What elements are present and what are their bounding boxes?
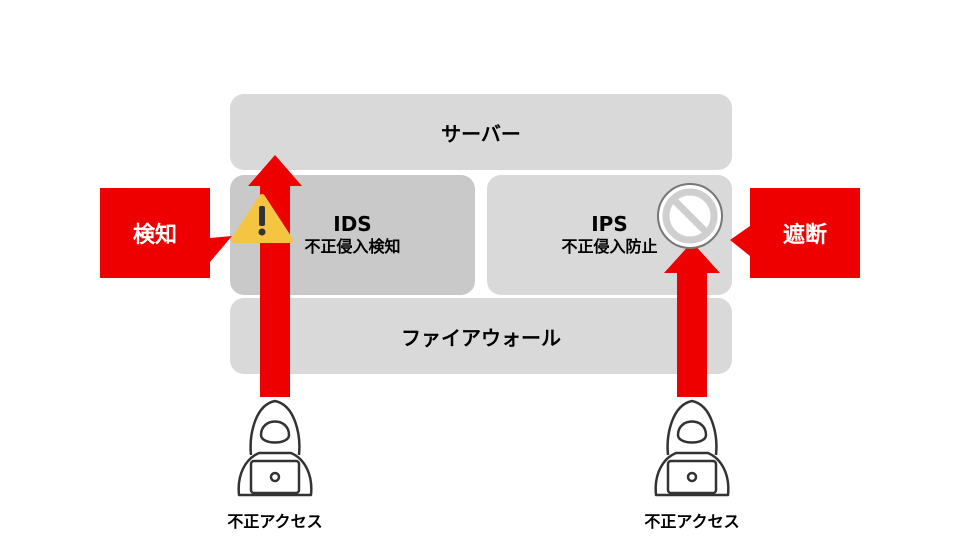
attacker-label-left: 不正アクセス	[227, 512, 323, 531]
block-callout: 遮断	[750, 188, 860, 278]
warning-icon	[231, 194, 293, 243]
ips-subtitle: 不正侵入防止	[561, 237, 658, 256]
pass-through-arrow	[248, 155, 302, 397]
block-pointer	[730, 226, 750, 256]
detect-label: 検知	[132, 223, 177, 248]
blocked-arrow	[664, 242, 720, 397]
prohibited-icon	[657, 183, 723, 249]
firewall-box: ファイアウォール	[230, 298, 732, 374]
firewall-label: ファイアウォール	[401, 325, 561, 350]
attacker-label-right: 不正アクセス	[644, 512, 740, 531]
ids-subtitle: 不正侵入検知	[304, 237, 401, 256]
detect-pointer	[210, 236, 232, 262]
ids-title: IDS	[333, 212, 372, 236]
hacker-icon	[654, 399, 730, 497]
server-label: サーバー	[441, 121, 521, 146]
ips-title: IPS	[591, 212, 628, 236]
server-box: サーバー	[230, 94, 732, 170]
detect-callout: 検知	[100, 188, 210, 278]
block-label: 遮断	[782, 223, 827, 248]
hacker-icon	[237, 399, 313, 497]
